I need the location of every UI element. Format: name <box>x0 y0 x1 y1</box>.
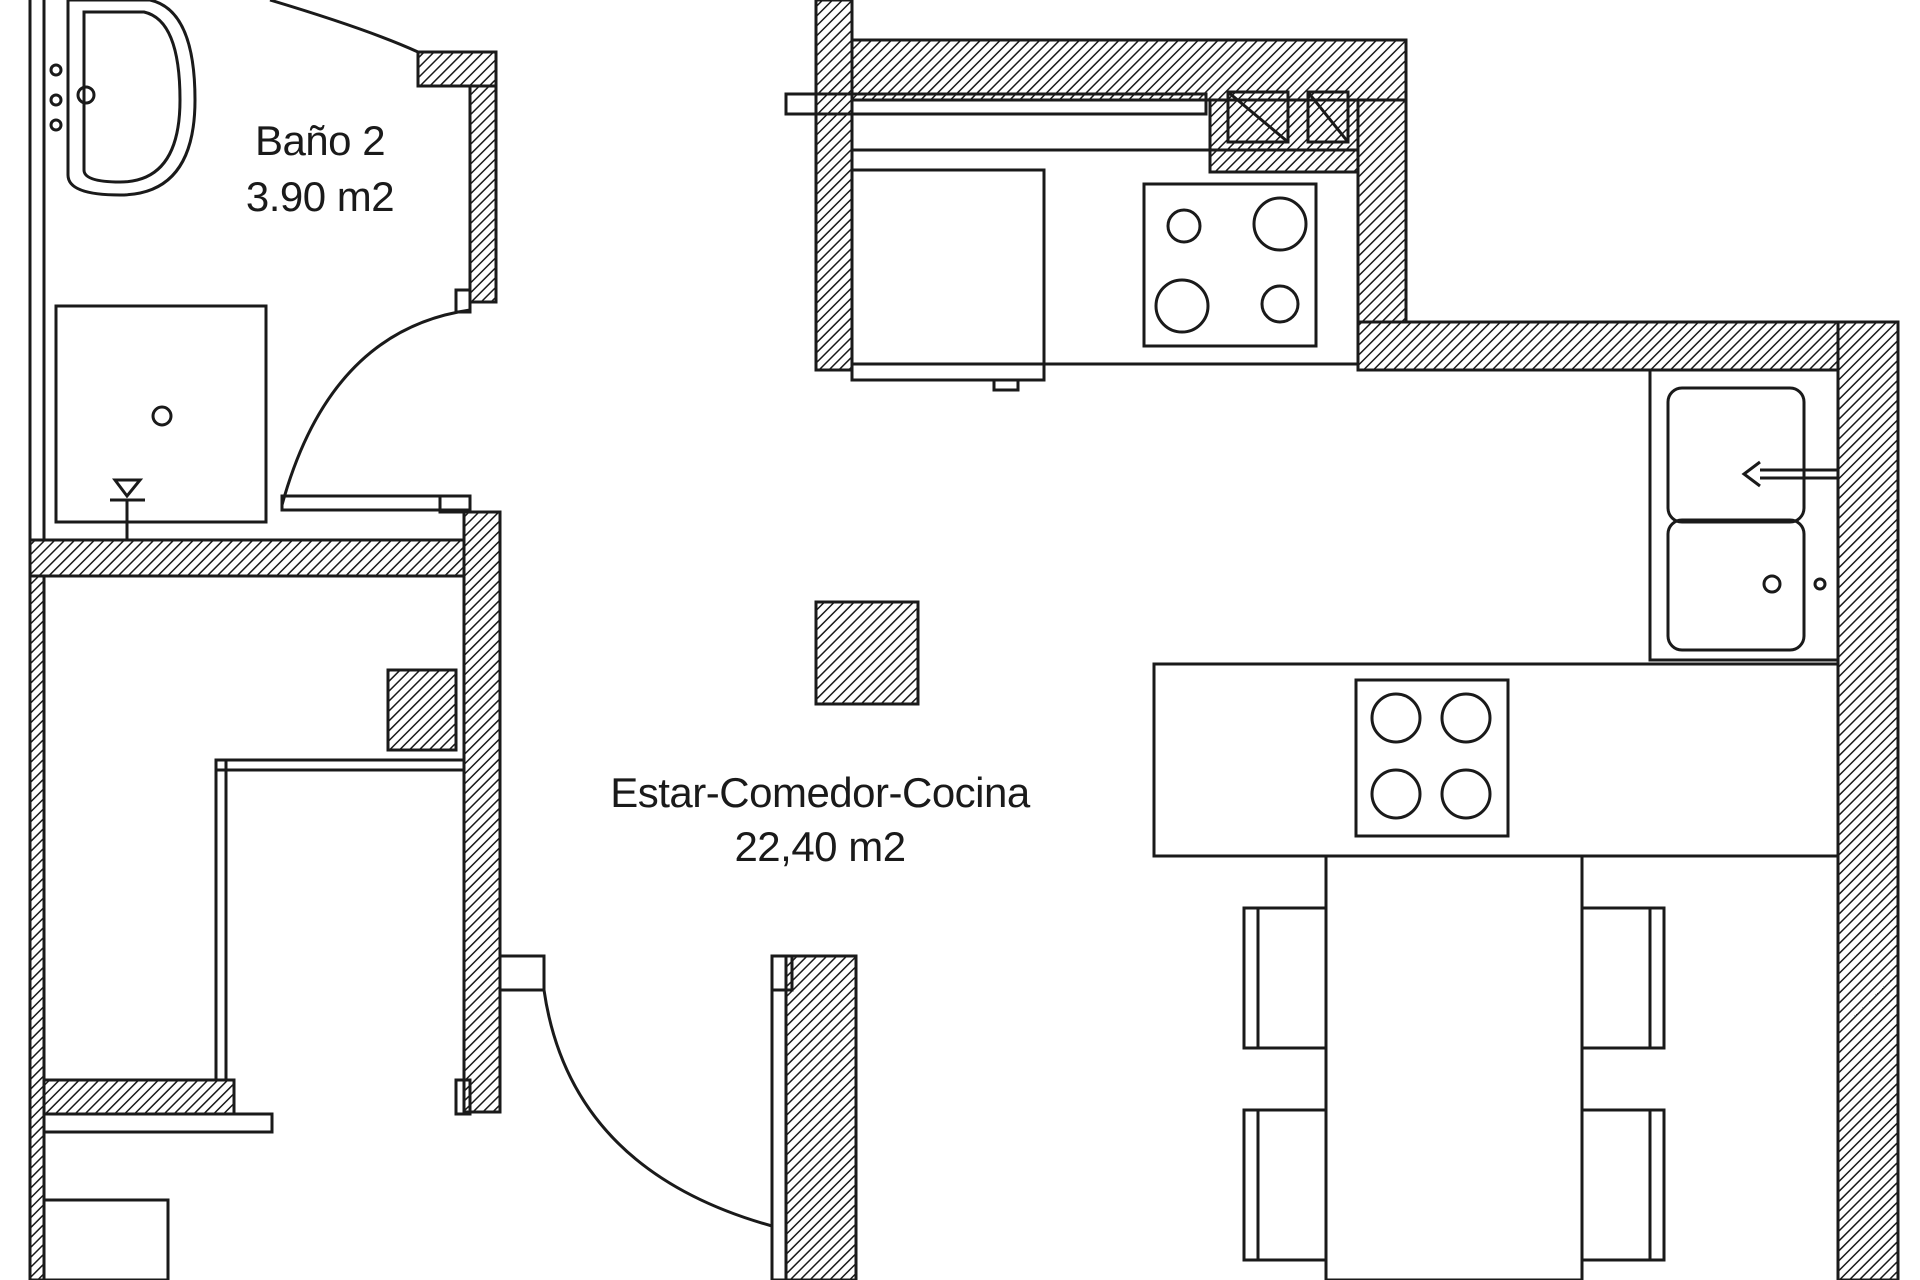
room-area-estar-comedor-cocina: 22,40 m2 <box>734 823 906 870</box>
sink-basin-upper <box>1666 386 1806 524</box>
duct <box>386 668 458 752</box>
shower-tray <box>54 304 268 524</box>
stove-island <box>1354 678 1510 838</box>
wall-entrance-right <box>784 954 858 1280</box>
room-name-bano-2: Baño 2 <box>254 117 386 164</box>
column <box>814 600 920 706</box>
entrance-door-arc <box>542 989 773 1228</box>
chair-right-1 <box>1580 906 1666 1050</box>
chair-left-2 <box>1242 1108 1328 1262</box>
wall-right-outer <box>1836 320 1900 1280</box>
wall-partition-vertical <box>462 510 502 1114</box>
bath-door-upper-arc <box>269 0 419 54</box>
chair-right-2 <box>1580 1108 1666 1262</box>
wall-left-outer <box>28 574 46 1280</box>
wall-bath-right-cap <box>416 50 498 88</box>
room-label-estar-comedor-cocina: Estar-Comedor-Cocina 22,40 m2 <box>540 772 1100 868</box>
wall-bath-right-upper <box>468 50 498 304</box>
kitchen-island <box>1152 662 1840 858</box>
wall-top-kitchen <box>814 38 1408 102</box>
room-area-bano-2: 3.90 m2 <box>245 173 395 220</box>
washbasin <box>66 0 197 197</box>
bath-door-lower-arc <box>280 308 471 506</box>
wall-bath-bottom <box>28 538 502 578</box>
chair-left-1 <box>1242 906 1328 1050</box>
wall-left-lower <box>42 1078 236 1116</box>
dining-table <box>1324 854 1584 1280</box>
room-label-bano-2: Baño 2 3.90 m2 <box>220 120 420 218</box>
room-name-estar-comedor-cocina: Estar-Comedor-Cocina <box>610 769 1030 816</box>
kitchen-counter-right <box>1648 368 1840 662</box>
wall-step-horizontal <box>1356 320 1900 372</box>
wall-kitchen-left <box>814 0 854 372</box>
kitchen-counter-top <box>850 148 1360 366</box>
sink-basin-lower <box>1666 518 1806 652</box>
stove-top-counter <box>1142 182 1318 348</box>
